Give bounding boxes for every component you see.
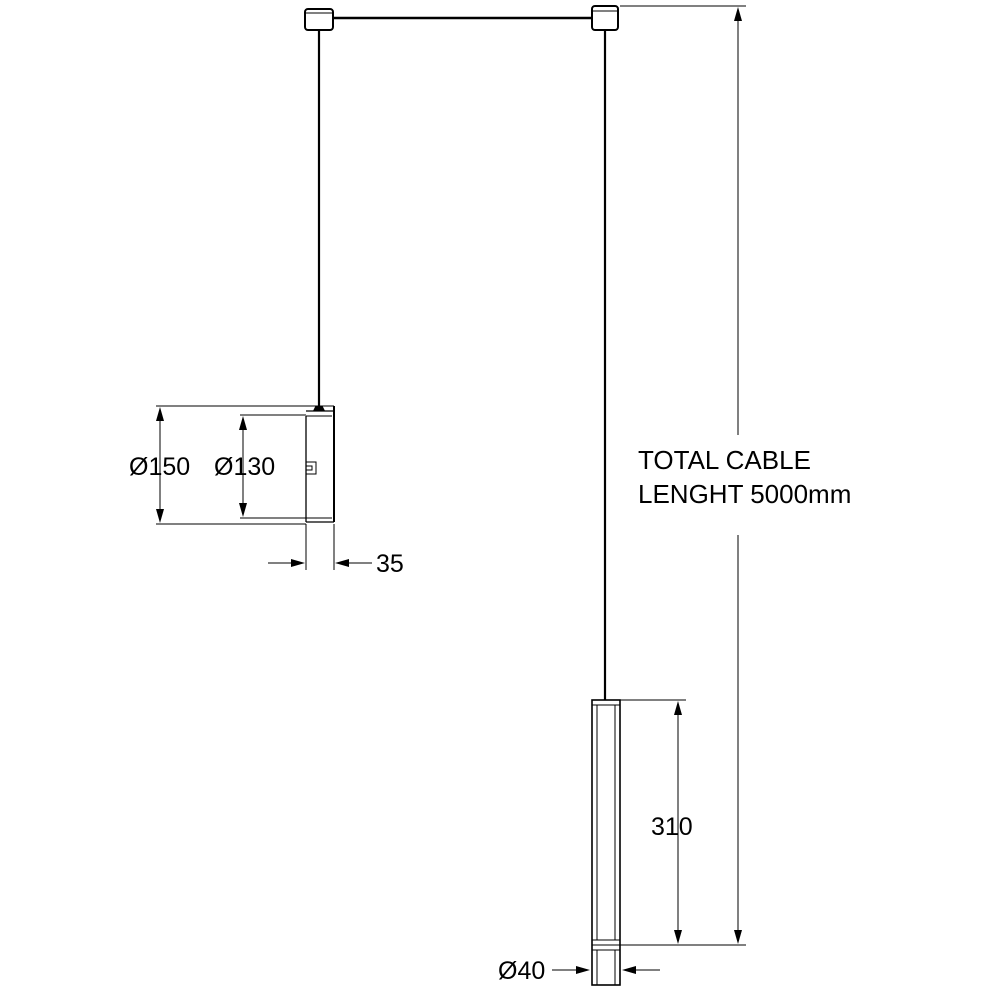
tube-diameter-label: Ø40 [498, 957, 545, 985]
dimension-shade-depth: 35 [268, 524, 404, 578]
left-ceiling-canopy [304, 8, 334, 31]
dimension-shade-inner-diameter: Ø130 [214, 414, 306, 519]
ceiling-assembly [304, 5, 619, 31]
shade-outer-diameter-label: Ø150 [129, 453, 190, 481]
right-ceiling-canopy [591, 5, 619, 31]
shade-depth-label: 35 [376, 550, 404, 578]
dimension-tube-diameter: Ø40 [498, 957, 660, 985]
shade-luminaire [305, 405, 335, 523]
dimension-tube-length: 310 [620, 699, 693, 946]
total-cable-note-line2: LENGHT 5000mm [638, 479, 851, 509]
tube-luminaire [591, 699, 621, 986]
dimension-total-cable-length: TOTAL CABLE LENGHT 5000mm [620, 5, 851, 946]
dimension-shade-outer-diameter: Ø150 [129, 405, 334, 525]
total-cable-note-line1: TOTAL CABLE [638, 445, 811, 475]
shade-inner-diameter-label: Ø130 [214, 453, 275, 481]
tube-length-label: 310 [651, 813, 693, 841]
